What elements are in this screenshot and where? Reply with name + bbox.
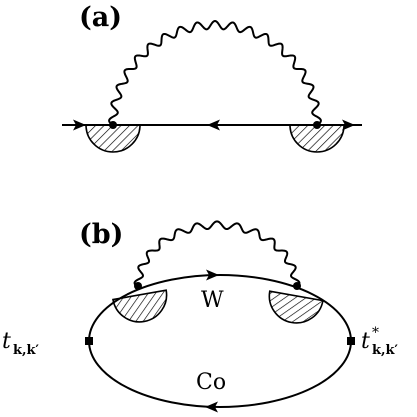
panel-a-label: (a) — [79, 2, 122, 33]
panel-b-left-vertex-label: t k,k′ — [2, 329, 40, 358]
panel-a-arrow-middle — [207, 119, 220, 131]
panel-b-right-dot — [293, 282, 301, 290]
panel-b-left-hatched-vertex — [112, 289, 168, 323]
panel-a-arrow-right — [342, 119, 355, 131]
panel-b-arrow-lower — [205, 401, 218, 413]
left-vertex-symbol: t — [2, 329, 11, 354]
panel-a-wavy-line — [108, 19, 322, 126]
panel-a: (a) — [62, 2, 362, 153]
panel-b-left-square-vertex — [85, 337, 93, 345]
panel-b-wavy-line — [133, 220, 301, 288]
panel-b-lower-line-label: Co — [196, 370, 226, 395]
panel-b-upper-line-label: W — [201, 288, 224, 313]
left-vertex-subscript: k,k′ — [13, 343, 40, 358]
panel-b-arrow-upper — [206, 269, 219, 281]
right-vertex-symbol: t — [361, 329, 370, 354]
panel-a-right-hatched-vertex — [289, 124, 345, 153]
panel-b-right-vertex-label: t * k,k′ — [361, 325, 399, 358]
panel-b: (b) W Co t k,k′ t * k,k′ — [2, 219, 399, 413]
panel-b-right-square-vertex — [347, 337, 355, 345]
panel-a-arrow-left — [73, 119, 86, 131]
right-vertex-subscript: k,k′ — [372, 343, 399, 358]
panel-b-left-dot — [134, 282, 142, 290]
panel-a-left-dot — [109, 121, 117, 129]
panel-a-left-hatched-vertex — [85, 124, 141, 153]
panel-a-right-dot — [313, 121, 321, 129]
panel-b-right-hatched-vertex — [268, 290, 324, 324]
panel-b-label: (b) — [79, 219, 123, 250]
right-vertex-superscript: * — [372, 325, 379, 341]
